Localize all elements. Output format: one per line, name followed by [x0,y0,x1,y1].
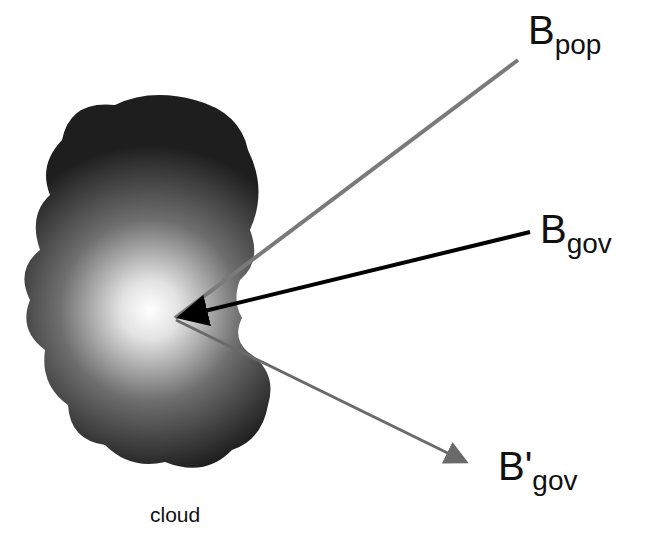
gov-prime-arrow [176,320,466,462]
cloud-outline [24,95,270,468]
cloud-caption: cloud [150,503,200,526]
field-label: B'gov [498,440,577,499]
pop-line [175,60,518,318]
gov-arrow [180,232,530,317]
cloud-node: cloud [0,85,300,535]
cloud-shape [0,85,300,485]
field-label: Bpop [528,4,601,63]
field-label: Bgov [540,203,612,262]
